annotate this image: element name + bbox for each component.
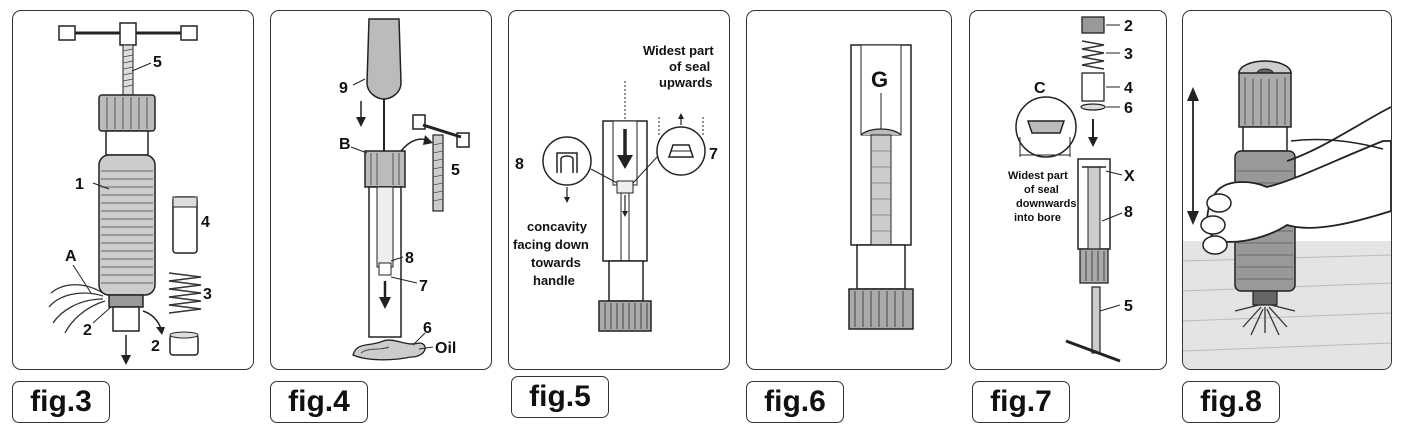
fig3-part-4: 4 <box>201 214 210 231</box>
fig7-part-x: X <box>1124 168 1135 185</box>
fig7-part-6: 6 <box>1124 100 1133 117</box>
fig3-part-5: 5 <box>153 54 162 71</box>
fig7-panel: 2 3 4 6 C X 8 5 Widest part of seal down… <box>969 10 1167 370</box>
fig5-left-note-line1: concavity <box>527 219 588 234</box>
fig5-label: fig.5 <box>511 376 609 418</box>
fig7-part-c: C <box>1034 80 1046 97</box>
fig5-top-note-line3: upwards <box>659 75 712 90</box>
fig3-part-a: A <box>65 248 77 265</box>
fig7-part-2: 2 <box>1124 18 1133 35</box>
fig3-part-1: 1 <box>75 176 84 193</box>
fig4-part-6: 6 <box>423 320 432 337</box>
fig8-label: fig.8 <box>1182 381 1280 423</box>
fig7-label: fig.7 <box>972 381 1070 423</box>
fig6-illustration: G <box>848 44 914 330</box>
fig8-panel <box>1182 10 1392 370</box>
fig6-panel: G <box>746 10 952 370</box>
fig5-part-8: 8 <box>515 156 524 173</box>
fig4-label: fig.4 <box>270 381 368 423</box>
fig7-note-line1: Widest part <box>1008 170 1068 182</box>
fig4-part-9: 9 <box>339 80 348 97</box>
fig4-part-8: 8 <box>405 250 414 267</box>
fig3-label: fig.3 <box>12 381 110 423</box>
fig4-part-7: 7 <box>419 278 428 295</box>
fig3-part-3: 3 <box>203 286 212 303</box>
fig7-part-8: 8 <box>1124 204 1133 221</box>
fig5-left-note-line2: facing down <box>513 237 589 252</box>
fig6-label: fig.6 <box>746 381 844 423</box>
fig7-illustration: 2 3 4 6 C X 8 5 Widest part of seal down… <box>1008 16 1135 363</box>
fig4-panel: 9 B 5 8 7 6 Oil <box>270 10 492 370</box>
fig7-part-3: 3 <box>1124 46 1133 63</box>
fig7-part-4: 4 <box>1124 80 1133 97</box>
fig7-note-line4: into bore <box>1014 212 1061 224</box>
fig8-illustration <box>1183 60 1391 369</box>
fig3-panel: 5 1 A 2 4 3 2 <box>12 10 254 370</box>
fig5-left-note-line3: towards <box>531 255 581 270</box>
fig7-part-5: 5 <box>1124 298 1133 315</box>
fig7-note-line3: downwards <box>1016 198 1077 210</box>
fig5-top-note-line1: Widest part <box>643 43 714 58</box>
fig5-panel: Widest part of seal upwards concavity fa… <box>508 10 730 370</box>
fig5-part-7: 7 <box>709 146 718 163</box>
fig3-illustration: 5 1 A 2 4 3 2 <box>48 22 212 365</box>
fig4-illustration: 9 B 5 8 7 6 Oil <box>339 18 470 361</box>
fig4-part-b: B <box>339 136 351 153</box>
fig4-part-5: 5 <box>451 162 460 179</box>
fig5-left-note-line4: handle <box>533 273 575 288</box>
fig6-part-g: G <box>871 67 888 92</box>
fig3-part-2-body: 2 <box>83 322 92 339</box>
fig3-part-2-cup: 2 <box>151 338 160 355</box>
fig5-illustration: Widest part of seal upwards concavity fa… <box>513 43 718 332</box>
fig5-top-note-line2: of seal <box>669 59 710 74</box>
fig7-note-line2: of seal <box>1024 184 1059 196</box>
fig4-oil-label: Oil <box>435 340 456 357</box>
